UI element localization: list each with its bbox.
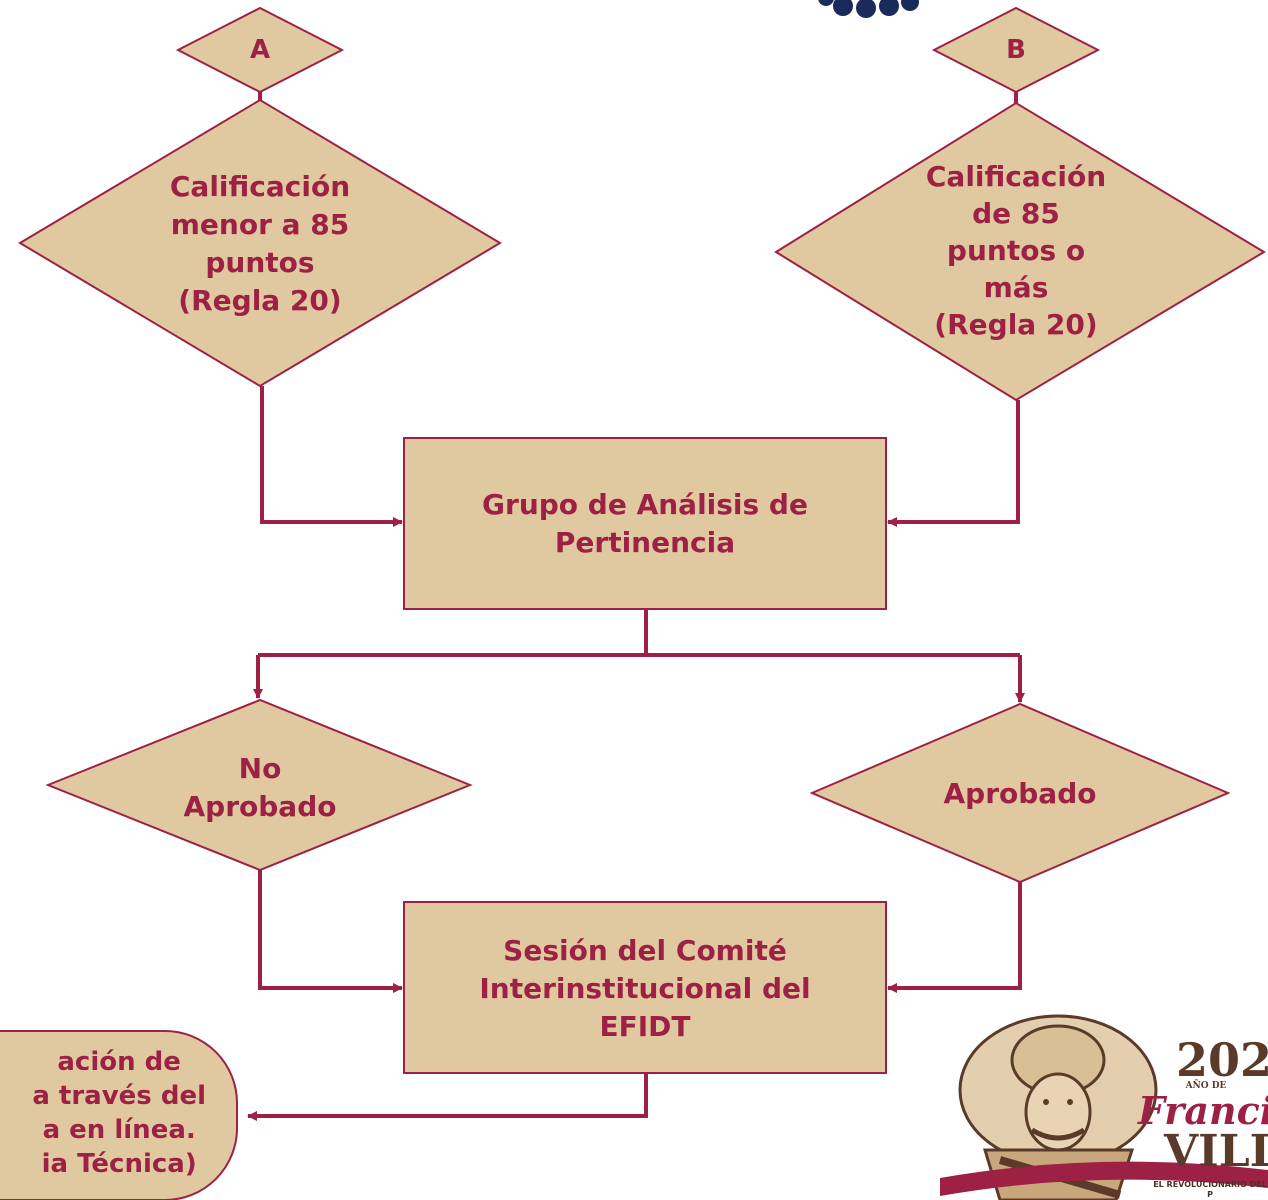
decision-right-label: Calificación de 85 puntos o más (Regla 2… (925, 159, 1107, 341)
edge-not-approved-to-session (258, 870, 403, 993)
not-approved-shape (45, 698, 473, 872)
connector-a-label: A (249, 35, 271, 65)
decision-left-label: Calificación menor a 85 puntos (Regla 20… (169, 170, 351, 317)
watermark-ribbon (940, 1161, 1268, 1196)
connector-b-label: B (1006, 35, 1026, 65)
terminal-label: ación de a través del a en línea. ia Téc… (32, 1047, 206, 1179)
watermark-year: 2023 (1176, 1033, 1268, 1087)
watermark-tagline: EL REVOLUCIONARIO DEL P (1153, 1180, 1267, 1199)
decision-right-shape (774, 101, 1266, 402)
watermark-name: Francis (1138, 1088, 1268, 1133)
logo-dots-icon (818, 0, 919, 18)
decision-left-shape (18, 98, 502, 388)
edge-right-to-analysis (887, 400, 1020, 527)
terminal-shape (0, 1030, 238, 1200)
approved-label: Aprobado (943, 777, 1097, 810)
watermark-surname: VILLA (1164, 1126, 1268, 1177)
watermark-ano-de: AÑO DE (1185, 1081, 1227, 1091)
edge-left-to-analysis (260, 386, 403, 527)
session-box-label: Sesión del Comité Interinstitucional del… (479, 934, 811, 1043)
not-approved-label: No Aprobado (183, 752, 337, 823)
session-box-shape (403, 901, 887, 1074)
approved-shape (809, 702, 1231, 884)
edge-approved-to-session (887, 882, 1022, 993)
connector-b-shape (931, 6, 1101, 94)
analysis-box-label: Grupo de Análisis de Pertinencia (482, 488, 808, 559)
edge-session-to-terminal (247, 1073, 648, 1121)
connector-a-shape (175, 6, 345, 94)
